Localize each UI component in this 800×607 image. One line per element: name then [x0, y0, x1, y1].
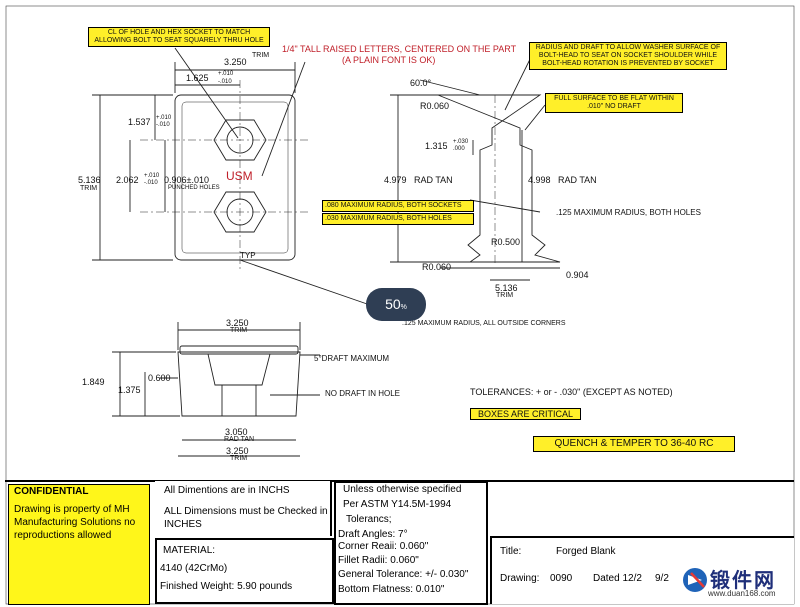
dim-r0500: R0.500	[491, 237, 521, 247]
zoom-indicator[interactable]: 50%	[366, 288, 426, 321]
dim-1537-tol-plus: +.010	[156, 115, 172, 121]
dim-1315: 1.315	[425, 141, 448, 151]
confidential-label: CONFIDENTIAL	[14, 486, 89, 497]
dim-5136-side-trim: TRIM	[496, 292, 514, 299]
usm-letters: USM	[226, 169, 253, 183]
note-flat: FULL SURFACE TO BE FLAT WITHIN .010" NO …	[545, 93, 683, 113]
tolerancs-label: Tolerancs;	[346, 514, 392, 525]
note-radius-holes: .030 MAXIMUM RADIUS, BOTH HOLES	[322, 213, 474, 225]
dim-r0060-bottom: R0.060	[422, 262, 452, 272]
dim-1537-tol-minus: -.010	[156, 122, 170, 128]
dim-trim-top: TRIM	[252, 52, 270, 59]
hex-socket-upper	[213, 119, 267, 161]
dim-5136-side: 5.136	[495, 283, 518, 293]
dim-width-mid-trim: TRIM	[230, 327, 248, 334]
material-label: MATERIAL:	[163, 545, 216, 556]
dim-angle60: 60.0°	[410, 78, 432, 88]
note-hex-socket: CL OF HOLE AND HEX SOCKET TO MATCH ALLOW…	[88, 27, 270, 47]
dim-5136: 5.136	[78, 175, 101, 185]
bottom-flatness: Bottom Flatness: 0.010"	[338, 584, 445, 595]
note-no-draft-hole: NO DRAFT IN HOLE	[325, 389, 400, 398]
dim-5136-trim: TRIM	[80, 185, 98, 192]
watermark-brand: 锻件网	[710, 568, 776, 592]
site-watermark: 锻件网 www.duan168.com	[682, 563, 794, 603]
general-tolerance: General Tolerance: +/- 0.030"	[338, 569, 469, 580]
dim-width-top: 3.250	[224, 57, 247, 67]
dim-r0060-top: R0.060	[420, 101, 450, 111]
dim-4979-radtan: RAD TAN	[414, 175, 453, 185]
dim-1625: 1.625	[186, 73, 209, 83]
dim-2062: 2.062	[116, 175, 139, 185]
drawing-label: Drawing:	[500, 573, 540, 584]
confidential-box	[8, 484, 150, 605]
front-view-outline	[177, 351, 301, 417]
dim-3050: 3.050	[225, 427, 248, 437]
dim-2062-tol-plus: +.010	[144, 173, 160, 179]
property-note: Drawing is property of MH Manufacturing …	[14, 504, 136, 541]
dim-0904: 0.904	[566, 270, 589, 280]
note-outside-corners: .125 MAXIMUM RADIUS, ALL OUTSIDE CORNERS	[402, 320, 566, 327]
note-draft-max: 5°DRAFT MAXIMUM	[314, 354, 390, 363]
material-value: 4140 (42CrMo)	[160, 563, 228, 574]
dim-1315-tol-plus: +.030	[453, 139, 469, 145]
hex-socket-lower	[213, 191, 267, 233]
dated-value: 9/2	[655, 573, 669, 584]
note-radius-both-holes: .125 MAXIMUM RADIUS, BOTH HOLES	[556, 208, 701, 217]
dim-width-mid: 3.250	[226, 318, 249, 328]
dim-3050-radtan: RAD TAN	[224, 436, 255, 443]
dim-1537: 1.537	[128, 117, 151, 127]
dim-width-bottom: 3.250	[226, 446, 249, 456]
note-radius-sockets: .080 MAXIMUM RADIUS, BOTH SOCKETS	[322, 200, 474, 212]
note-quench: QUENCH & TEMPER TO 36-40 RC	[533, 436, 735, 452]
corner-radii: Corner Reaii: 0.060"	[338, 541, 429, 552]
note-tolerances: TOLERANCES: + or - .030" (EXCEPT AS NOTE…	[470, 387, 673, 397]
watermark-url: www.duan168.com	[708, 589, 776, 598]
note-typ: TYP	[240, 251, 256, 260]
zoom-unit: %	[400, 304, 407, 311]
zoom-value: 50	[385, 296, 401, 312]
watermark-icon	[683, 568, 707, 592]
title-box	[490, 536, 794, 604]
draft-angles: Draft Angles: 7°	[338, 529, 408, 540]
top-view-outline	[174, 94, 296, 261]
dims-checked: ALL Dimensions must be Checked in INCHES	[164, 506, 328, 530]
unless-specified: Unless otherwise specified	[343, 484, 462, 495]
note-boxes-critical: BOXES ARE CRITICAL	[470, 408, 581, 420]
dim-1315-tol-zero: .000	[453, 146, 465, 152]
dim-0600: 0.600	[148, 373, 171, 383]
dim-2062-tol-minus: -.010	[144, 180, 158, 186]
dim-1625-tol-minus: -.010	[218, 79, 232, 85]
dim-4979: 4.979	[384, 175, 407, 185]
dimensions-box	[155, 481, 332, 536]
title-label: Title:	[500, 546, 522, 557]
fillet-radii: Fillet Radii: 0.060"	[338, 555, 419, 566]
title-value: Forged Blank	[556, 546, 616, 557]
tolerance-box	[334, 481, 488, 605]
dim-0906: 0.906±.010	[164, 175, 209, 185]
finished-weight: Finished Weight: 5.90 pounds	[160, 581, 293, 592]
dim-4998: 4.998	[528, 175, 551, 185]
dated-label: Dated 12/2	[593, 573, 642, 584]
note-plain-font: (A PLAIN FONT IS OK)	[342, 55, 436, 65]
note-raised-letters: 1/4" TALL RAISED LETTERS, CENTERED ON TH…	[282, 44, 517, 54]
material-box	[155, 538, 334, 604]
dim-1625-tol-plus: +.010	[218, 71, 234, 77]
astm-standard: Per ASTM Y14.5M-1994	[343, 499, 452, 510]
note-washer: RADIUS AND DRAFT TO ALLOW WASHER SURFACE…	[529, 42, 727, 70]
drawing-number: 0090	[550, 573, 573, 584]
dim-1375: 1.375	[118, 385, 141, 395]
dim-width-bottom-trim: TRIM	[230, 455, 248, 462]
dim-1849: 1.849	[82, 377, 105, 387]
dim-4998-radtan: RAD TAN	[558, 175, 597, 185]
note-punched: PUNCHED HOLES	[168, 185, 220, 191]
dims-inches: All Dimentions are in INCHS	[164, 485, 290, 496]
